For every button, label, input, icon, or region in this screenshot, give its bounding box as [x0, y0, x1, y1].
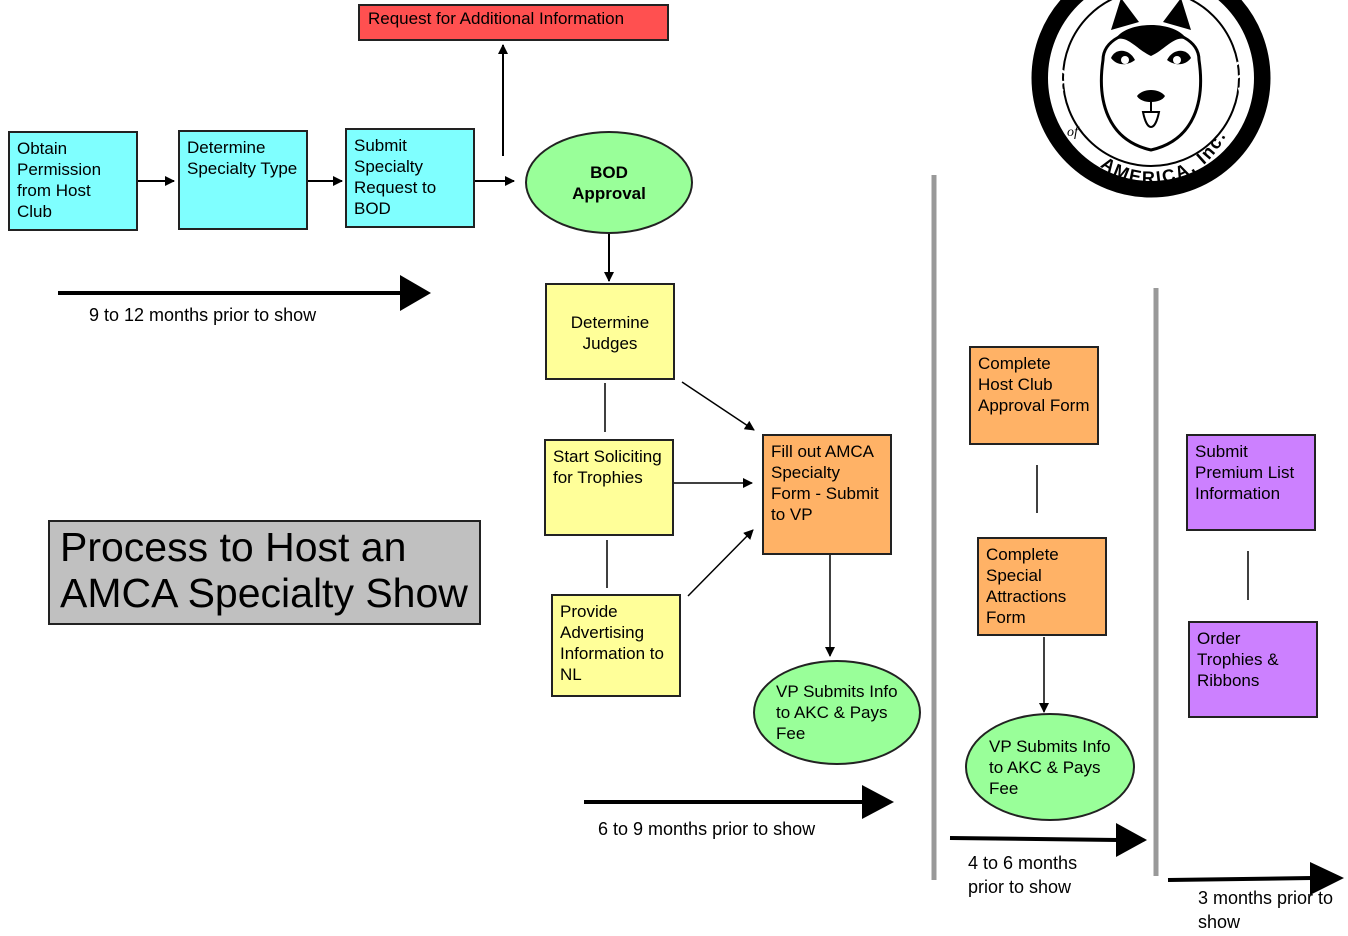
fill-out-form-box: Fill out AMCA Specialty Form - Submit to…	[762, 434, 892, 555]
special-attractions-box: Complete Special Attractions Form	[977, 537, 1107, 636]
determine-judges-box: Determine Judges	[545, 283, 675, 380]
diagram-title: Process to Host an AMCA Specialty Show	[48, 520, 481, 625]
host-club-form-box: Complete Host Club Approval Form	[969, 346, 1099, 445]
malamute-head-icon	[1099, 0, 1203, 152]
submit-request-box: Submit Specialty Request to BOD	[345, 128, 475, 228]
vp-submits-label-1: VP Submits Info to AKC & Pays Fee	[776, 682, 898, 743]
advertising-info-box: Provide Advertising Information to NL	[551, 594, 681, 697]
arrow-advertising-to-form	[687, 529, 754, 597]
request-info-box: Request for Additional Information	[358, 4, 669, 41]
order-trophies-box: Order Trophies & Ribbons	[1188, 621, 1318, 718]
timeline-arrow-3-head	[1116, 823, 1147, 857]
logo-of-text: of	[1067, 125, 1080, 140]
timeline-arrow-2-head	[862, 785, 894, 819]
timeline-label-1: 9 to 12 months prior to show	[89, 305, 317, 325]
club-logo: ALASKAN MALAMUTE CLUB AMERICA, Inc. of	[1025, 0, 1271, 198]
vp-submits-node-2: VP Submits Info to AKC & Pays Fee	[965, 713, 1135, 821]
arrow-judges-to-form	[681, 381, 755, 431]
obtain-permission-box: Obtain Permission from Host Club	[8, 131, 138, 231]
timeline-arrow-1-head	[400, 275, 431, 311]
soliciting-trophies-box: Start Soliciting for Trophies	[544, 439, 674, 536]
timeline-label-4: 3 months prior to show	[1198, 888, 1334, 932]
timeline-label-3: 4 to 6 months prior to show	[968, 853, 1078, 897]
bod-approval-node: BOD Approval	[525, 131, 693, 234]
determine-type-box: Determine Specialty Type	[178, 130, 308, 230]
vp-submits-node-1: VP Submits Info to AKC & Pays Fee	[753, 660, 921, 765]
timeline-arrow-4-head	[1310, 862, 1344, 895]
timeline-arrow-4	[1167, 876, 1313, 882]
premium-list-box: Submit Premium List Information	[1186, 434, 1316, 531]
vp-submits-label-2: VP Submits Info to AKC & Pays Fee	[989, 736, 1111, 798]
bod-approval-label: BOD Approval	[572, 162, 646, 203]
timeline-label-2: 6 to 9 months prior to show	[598, 819, 816, 839]
timeline-arrow-3	[949, 836, 1119, 842]
